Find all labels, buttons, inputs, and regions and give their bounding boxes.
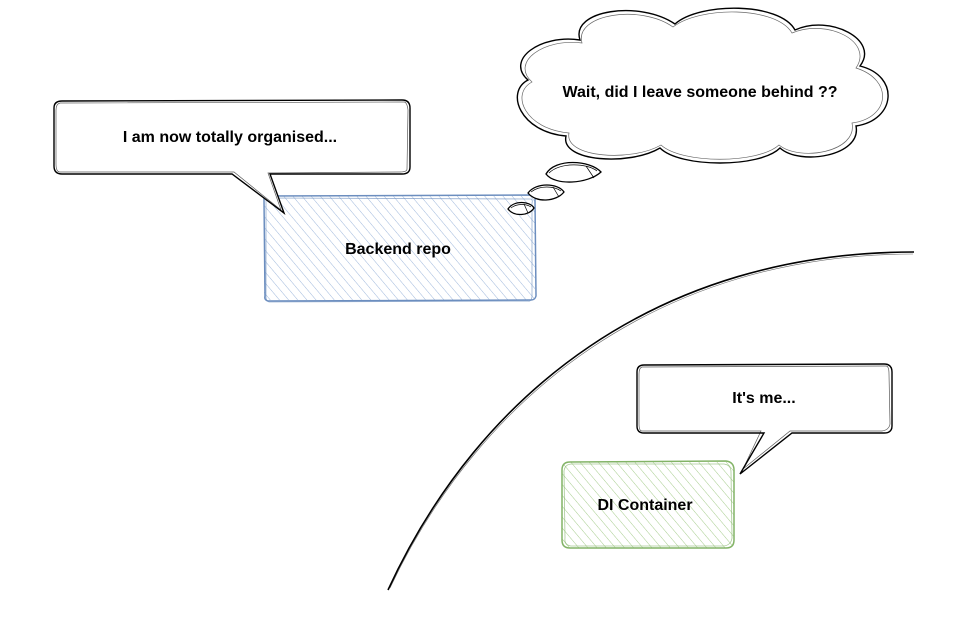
speech-bubble-its-me: It's me...: [636, 363, 893, 475]
speech-bubble-organised-text: I am now totally organised...: [123, 129, 337, 146]
backend-repo-label: Backend repo: [345, 241, 451, 258]
divider-arc: [387, 251, 915, 591]
speech-bubble-its-me-text: It's me...: [732, 390, 795, 407]
backend-repo-box[interactable]: Backend repo: [263, 194, 537, 303]
thought-trail: [507, 161, 602, 216]
di-container-box[interactable]: DI Container: [561, 460, 735, 549]
di-container-label: DI Container: [597, 497, 692, 514]
thought-cloud-text: Wait, did I leave someone behind ??: [563, 84, 838, 101]
speech-bubble-organised: I am now totally organised...: [53, 99, 411, 215]
thought-cloud: Wait, did I leave someone behind ??: [516, 7, 889, 164]
thought-dot-small: [507, 201, 535, 216]
thought-dot-large: [545, 161, 602, 183]
thought-dot-medium: [527, 184, 565, 201]
